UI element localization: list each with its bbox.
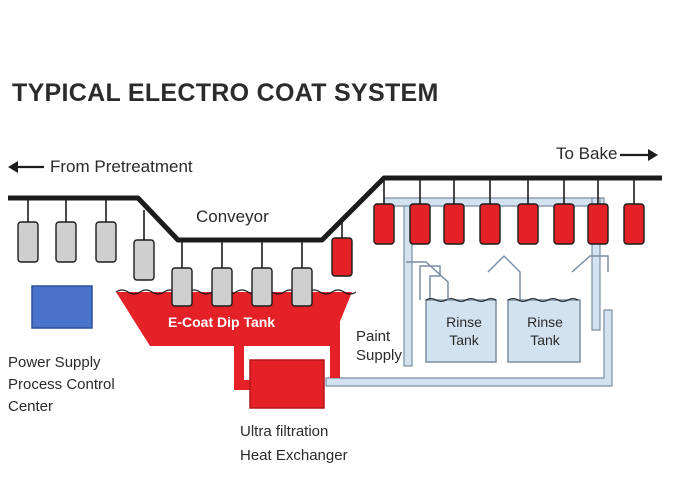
to-bake-label: To Bake [556, 144, 618, 163]
uncoated-part [133, 239, 155, 281]
diagram-title: TYPICAL ELECTRO COAT SYSTEM [12, 79, 439, 107]
rinse-tank-1-label: Rinse Tank [434, 314, 494, 349]
uncoated-part [171, 267, 193, 307]
part-13 [479, 178, 501, 245]
uncoated-part [95, 221, 117, 263]
coated-part [623, 203, 645, 245]
conveyor-rail [8, 175, 662, 243]
part-9 [331, 220, 353, 277]
paint-supply-line-2: Supply [356, 346, 402, 364]
power-supply-line-1: Power Supply [8, 354, 101, 371]
part-6 [211, 240, 233, 307]
part-11 [409, 178, 431, 245]
rinse-tank-2-line-2: Tank [530, 331, 560, 348]
rinse-tank-1-line-2: Tank [449, 331, 479, 348]
rinse-tank-2 [507, 255, 609, 363]
paint-supply-label: Paint Supply [356, 328, 402, 366]
power-supply-line-2: Process Control [8, 376, 115, 393]
uncoated-part [17, 221, 39, 263]
coated-part [553, 203, 575, 245]
uncoated-part [291, 267, 313, 307]
part-4 [133, 210, 155, 281]
coated-part [517, 203, 539, 245]
rinse-hood-1 [406, 254, 521, 300]
coated-part [331, 237, 353, 277]
power-supply-label: Power Supply Process Control Center [8, 352, 115, 418]
ultra-filtration-line-1: Ultra filtration [240, 423, 329, 440]
from-pretreatment-arrow [8, 161, 44, 173]
uncoated-part [211, 267, 233, 307]
conveyor-label: Conveyor [196, 207, 269, 226]
coated-part [443, 203, 465, 245]
to-bake-arrow [620, 149, 658, 161]
paint-supply-line-1: Paint [356, 328, 391, 345]
rinse-tank-2-label: Rinse Tank [515, 314, 575, 349]
part-7 [251, 240, 273, 307]
heat-exchanger-unit [249, 359, 325, 409]
ultra-filtration-line-2: Heat Exchanger [240, 447, 348, 464]
part-15 [553, 178, 575, 245]
part-5 [171, 240, 193, 307]
uncoated-part [55, 221, 77, 263]
rinse-tank-1 [419, 265, 497, 363]
part-10 [373, 178, 395, 245]
part-16 [587, 178, 609, 245]
power-supply-line-3: Center [8, 398, 54, 415]
power-supply-box [31, 285, 93, 329]
rinse-tank-2-line-1: Rinse [527, 314, 563, 330]
part-17 [623, 178, 645, 245]
from-pretreatment-label: From Pretreatment [50, 157, 193, 176]
part-3 [95, 198, 117, 263]
ecoat-dip-tank-label: E-Coat Dip Tank [168, 314, 276, 330]
ultra-filtration-label: Ultra filtration Heat Exchanger [240, 420, 348, 468]
part-2 [55, 198, 77, 263]
rinse-tank-1-line-1: Rinse [446, 314, 482, 330]
part-1 [17, 198, 39, 263]
coated-part [479, 203, 501, 245]
part-8 [291, 240, 313, 307]
part-12 [443, 178, 465, 245]
part-14 [517, 178, 539, 245]
coated-part [373, 203, 395, 245]
coated-part [409, 203, 431, 245]
conveyor-parts [17, 178, 645, 307]
coated-part [587, 203, 609, 245]
uncoated-part [251, 267, 273, 307]
paint-return-pipe [234, 300, 340, 390]
